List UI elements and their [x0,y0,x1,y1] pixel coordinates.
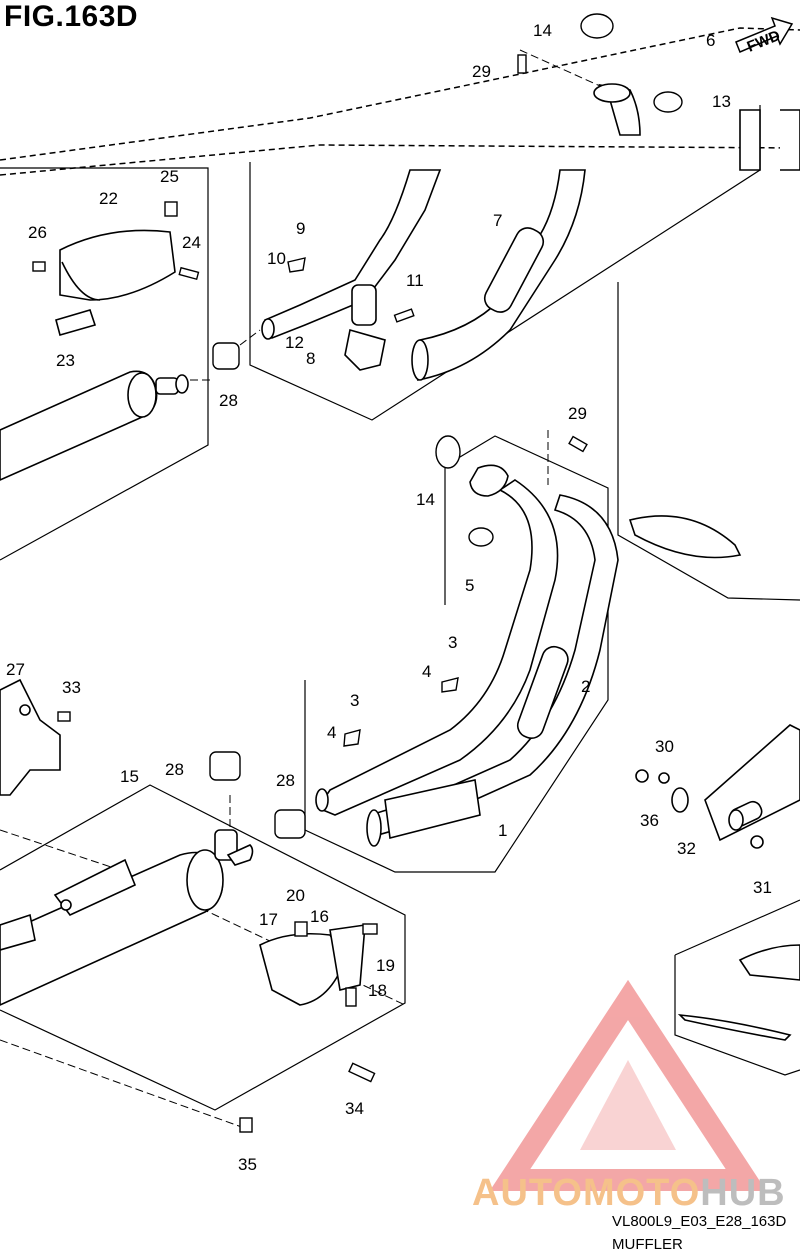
callout: 26 [28,223,47,242]
callout: 28 [219,391,238,410]
right-brackets [635,724,800,1041]
callout: 35 [238,1155,257,1174]
callout: 36 [640,811,659,830]
callout: 23 [56,351,75,370]
callout: 4 [422,662,431,681]
callout: 32 [677,839,696,858]
callout: 31 [753,878,772,897]
callout: 27 [6,660,25,679]
callout: 24 [182,233,201,252]
callout: 34 [345,1099,364,1118]
figure-code: VL800L9_E03_E28_163D [612,1213,787,1230]
callout: 28 [276,771,295,790]
forward-arrow-icon: FWD [735,16,794,56]
fwd-label: FWD [745,27,783,56]
rear-muffler-upper [0,229,189,481]
callout: 13 [712,92,731,111]
callout: 19 [376,956,395,975]
left-bracket [0,678,61,796]
callout: 3 [448,633,457,652]
assembly-frames [0,105,800,1111]
callout: 10 [267,249,286,268]
callout: 8 [306,349,315,368]
callout: 29 [568,404,587,423]
rear-exhaust-pipe-upper [261,83,761,381]
watermark-text: AUTOMOTOHUB [472,1172,786,1215]
callout: 33 [62,678,81,697]
callout: 22 [99,189,118,208]
callout: 12 [285,333,304,352]
callout: 18 [368,981,387,1000]
front-muffler-lower [0,829,366,1006]
figure-caption: MUFFLER [612,1236,683,1253]
callout: 2 [581,677,590,696]
front-exhaust-pipes [315,464,619,847]
callout: 5 [465,576,474,595]
watermark-logo [489,979,767,1191]
callout: 25 [160,167,179,186]
callout: 17 [259,910,278,929]
callout: 7 [493,211,502,230]
figure-title: FIG.163D [4,0,139,33]
callout: 28 [165,760,184,779]
callout: 14 [533,21,552,40]
callout: 6 [706,31,715,50]
callout: 1 [498,821,507,840]
callout: 4 [327,723,336,742]
callout: 29 [472,62,491,81]
callout: 30 [655,737,674,756]
callout: 20 [286,886,305,905]
callout: 3 [350,691,359,710]
callout-labels: 1 2 3 3 4 4 5 6 7 8 9 10 11 12 13 14 14 … [6,21,772,1174]
callout: 15 [120,767,139,786]
callout: 9 [296,219,305,238]
callout: 14 [416,490,435,509]
callout: 11 [406,271,424,290]
watermark-text-part2: HUB [700,1172,786,1214]
callout: 16 [310,907,329,926]
hardware [32,13,683,1133]
watermark-text-part1: AUTOMOTO [472,1172,701,1214]
right-muffler [628,109,800,559]
